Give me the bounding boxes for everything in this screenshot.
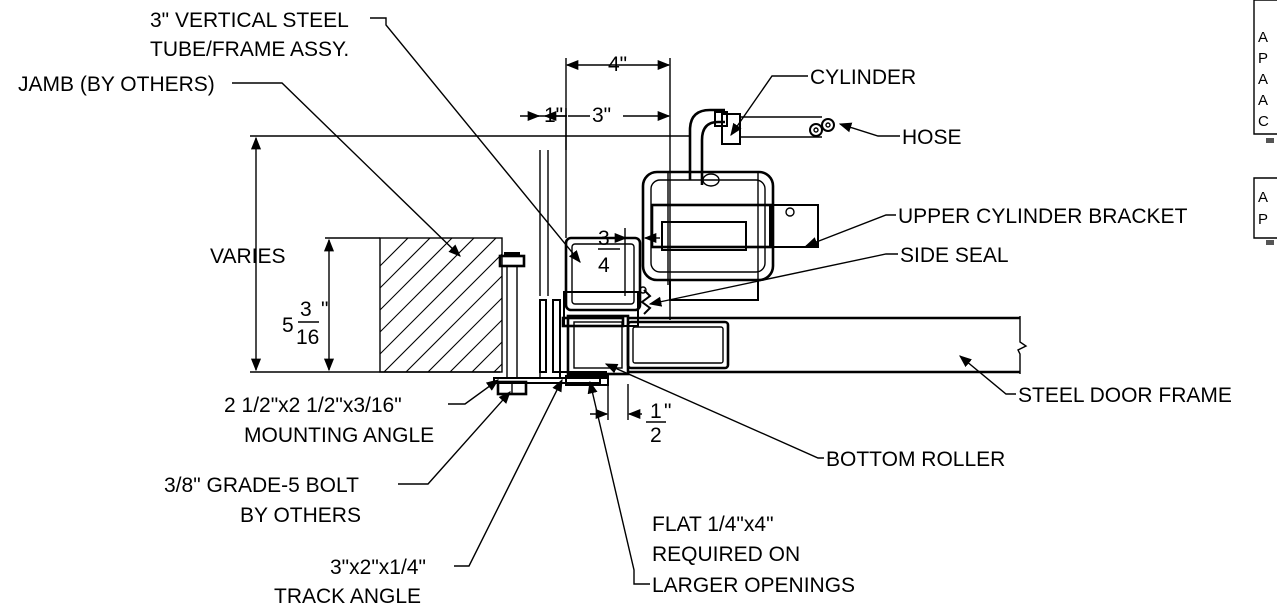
svg-text:P: P — [1258, 211, 1268, 228]
cylinder-label: CYLINDER — [810, 66, 916, 89]
mounting-angle-label-1: 2 1/2"x2 1/2"x3/16" — [224, 394, 402, 417]
side-seal-label: SIDE SEAL — [900, 244, 1009, 267]
dim-34-den: 4 — [598, 254, 610, 277]
side-seal-shape — [639, 286, 652, 315]
dimension-three-quarter — [598, 228, 660, 296]
dimension-1in-3in — [520, 108, 671, 150]
dimension-3in-text: 3" — [592, 104, 611, 127]
svg-text:C: C — [1258, 113, 1269, 130]
dim-5-whole: 5 — [282, 314, 294, 337]
dim-5-den: 16 — [296, 326, 319, 349]
cylinder-assembly — [641, 108, 835, 301]
side-note-box-2: A P — [1253, 177, 1277, 245]
dim-half-den: 2 — [650, 424, 662, 447]
mounting-angle-label-2: MOUNTING ANGLE — [244, 424, 434, 447]
dimension-1in-text: 1" — [544, 104, 563, 127]
dim-half-unit: " — [664, 400, 671, 423]
leader-lines — [232, 17, 1016, 585]
side-note-box-1: A P A A C — [1253, 0, 1277, 143]
svg-text:A: A — [1258, 189, 1268, 206]
steel-door-frame — [626, 316, 1028, 374]
bottom-roller-label: BOTTOM ROLLER — [826, 448, 1005, 471]
dimension-half — [590, 384, 666, 423]
track-angle-label-1: 3"x2"x1/4" — [330, 556, 426, 579]
jamb-label: JAMB (BY OTHERS) — [18, 73, 215, 96]
dim-5-unit: " — [321, 298, 328, 321]
svg-text:A: A — [1258, 29, 1268, 46]
hose-label: HOSE — [902, 126, 962, 149]
steel-tube-label-2: TUBE/FRAME ASSY. — [150, 38, 349, 61]
varies-label: VARIES — [210, 245, 285, 268]
svg-text:A: A — [1258, 71, 1268, 88]
upper-bracket-label: UPPER CYLINDER BRACKET — [898, 205, 1188, 228]
flat-label-2: REQUIRED ON — [652, 543, 800, 566]
flat-label-3: LARGER OPENINGS — [652, 574, 855, 597]
steel-tube-label-1: 3" VERTICAL STEEL — [150, 9, 349, 32]
upper-cylinder-bracket-shape — [769, 204, 819, 248]
vertical-steel-tube — [561, 150, 642, 328]
svg-text:P: P — [1258, 50, 1268, 67]
bolt-label-2: BY OTHERS — [240, 504, 361, 527]
steel-door-frame-label: STEEL DOOR FRAME — [1018, 384, 1232, 407]
dimension-4in-text: 4" — [608, 53, 627, 76]
bolt-label-1: 3/8" GRADE-5 BOLT — [164, 474, 359, 497]
svg-text:A: A — [1258, 92, 1268, 109]
track-angle-label-2: TRACK ANGLE — [274, 585, 421, 608]
mounting-angle — [493, 299, 601, 384]
flat-label-1: FLAT 1/4"x4" — [652, 513, 774, 536]
dim-half-num: 1 — [650, 400, 662, 423]
dim-34-num: 3 — [598, 227, 610, 250]
dim-5-num: 3 — [300, 298, 312, 321]
